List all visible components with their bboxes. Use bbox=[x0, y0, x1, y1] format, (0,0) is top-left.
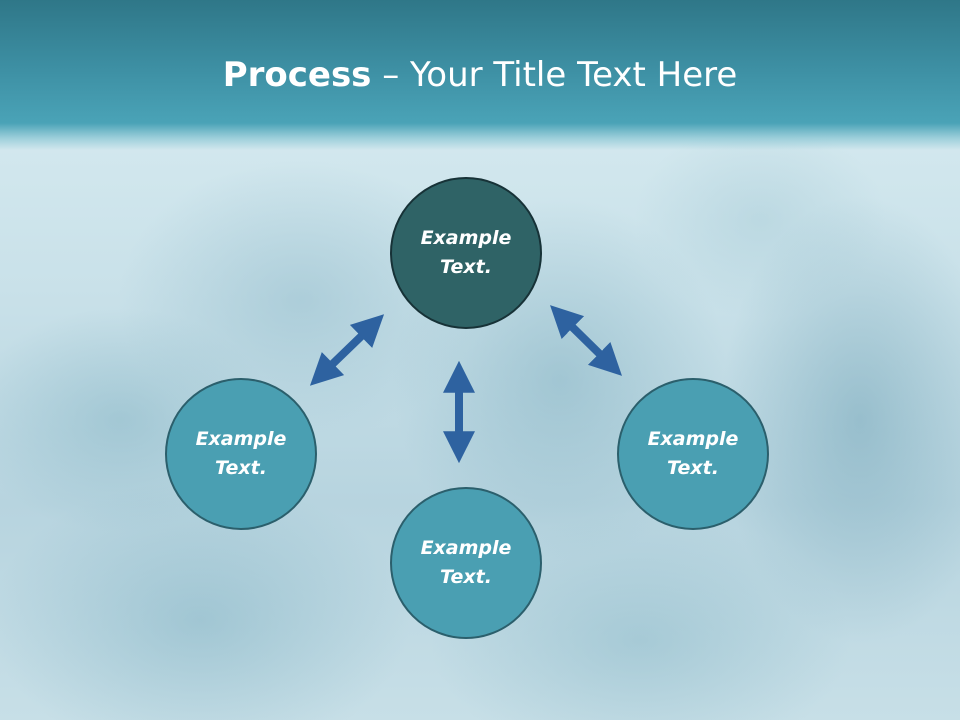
title-bold: Process bbox=[222, 55, 372, 95]
arrow-top-left[interactable] bbox=[309, 314, 385, 386]
node-right-line2: Text. bbox=[667, 457, 719, 479]
node-right-line1: Example bbox=[647, 428, 739, 450]
node-bottom-line1: Example bbox=[420, 537, 512, 559]
node-top-line1: Example bbox=[420, 227, 512, 249]
node-top-line2: Text. bbox=[440, 256, 492, 278]
title-bar: Process – Your Title Text Here bbox=[0, 0, 960, 150]
node-bottom-line2: Text. bbox=[440, 566, 492, 588]
title-rest: – Your Title Text Here bbox=[371, 55, 738, 95]
slide-title[interactable]: Process – Your Title Text Here bbox=[0, 50, 960, 100]
node-left-line1: Example bbox=[195, 428, 287, 450]
node-left-line2: Text. bbox=[215, 457, 267, 479]
arrow-top-right[interactable] bbox=[550, 305, 622, 376]
